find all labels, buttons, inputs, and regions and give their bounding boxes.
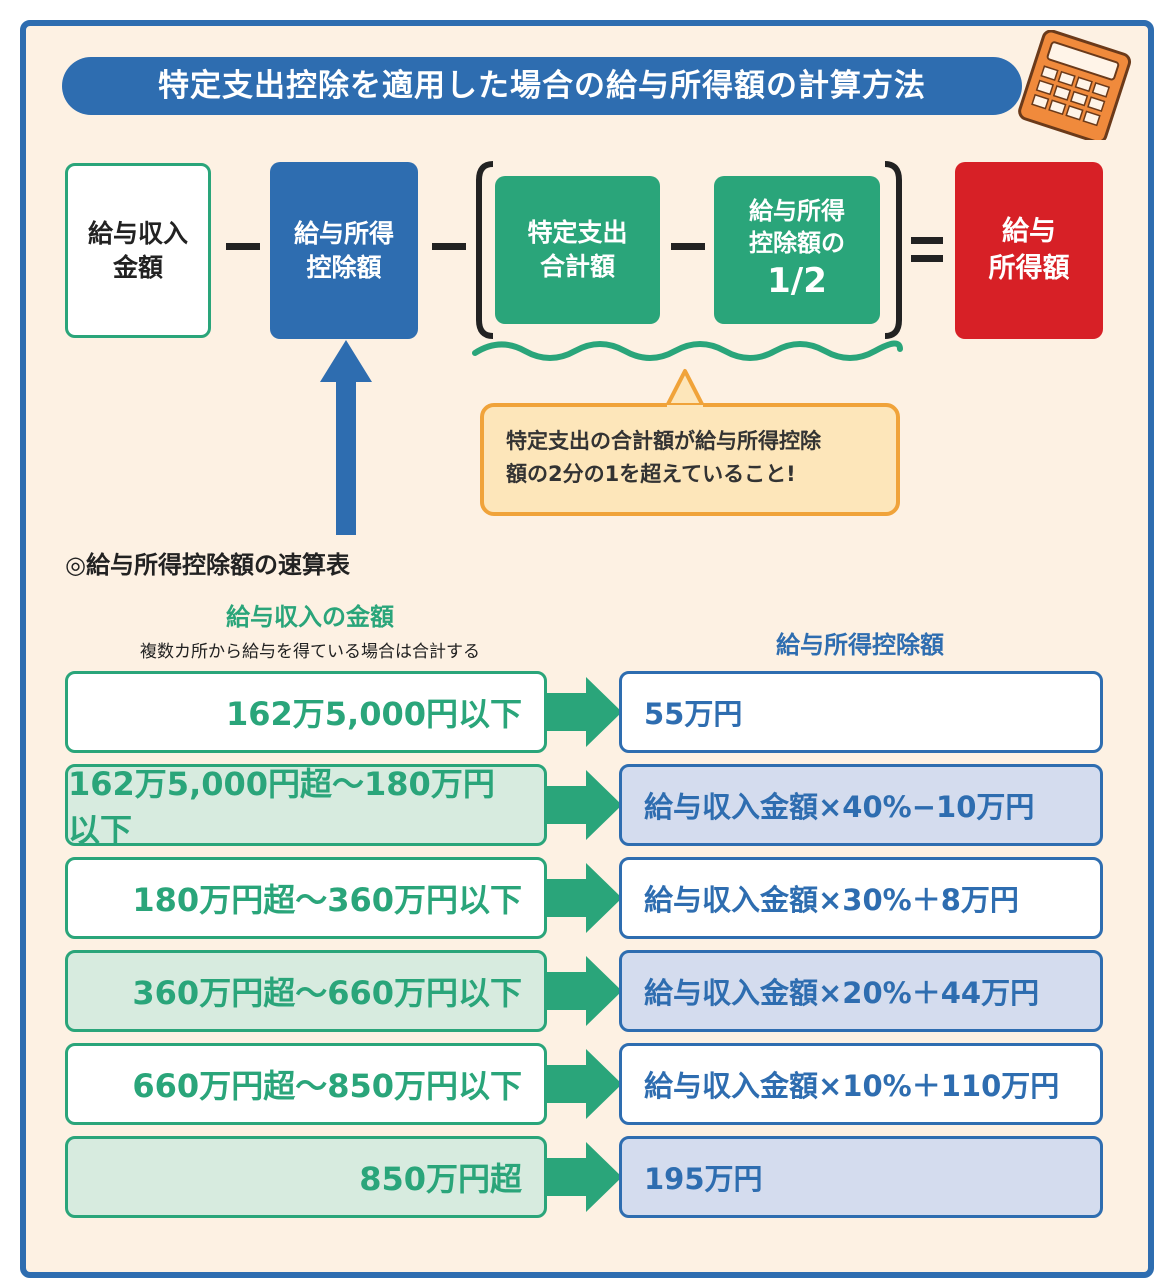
- minus-sign: [432, 243, 466, 250]
- quick-table-heading: ◎給与所得控除額の速算表: [65, 551, 350, 579]
- salary-income-result-box: 給与所得額: [955, 162, 1103, 339]
- calculator-icon: [1018, 30, 1132, 140]
- wavy-underline: [472, 340, 903, 361]
- callout-pointer-join: [667, 405, 703, 413]
- deduction-amount-cell: 給与収入金額×40%−10万円: [619, 764, 1103, 846]
- income-range-cell: 162万5,000円以下: [65, 671, 547, 753]
- specific-expense-box: 特定支出合計額: [495, 176, 660, 324]
- right-bracket: [884, 161, 902, 339]
- income-range-cell: 162万5,000円超〜180万円以下: [65, 764, 547, 849]
- income-column-header: 給与収入の金額: [226, 603, 394, 631]
- row-arrow: [546, 677, 622, 747]
- equals-sign: [911, 237, 943, 244]
- deduction-column-header: 給与所得控除額: [776, 631, 944, 659]
- salary-income-box: 給与収入金額: [65, 163, 211, 338]
- deduction-amount-cell: 給与収入金額×20%＋44万円: [619, 950, 1103, 1032]
- row-arrow: [546, 770, 622, 840]
- minus-sign: [226, 243, 260, 250]
- row-arrow: [546, 1049, 622, 1119]
- income-range-cell: 660万円超〜850万円以下: [65, 1043, 547, 1125]
- income-range-cell: 850万円超: [65, 1136, 547, 1218]
- deduction-amount-cell: 給与収入金額×30%＋8万円: [619, 857, 1103, 939]
- income-column-note: 複数カ所から給与を得ている場合は合計する: [140, 642, 480, 662]
- up-arrow: [320, 340, 372, 535]
- row-arrow: [546, 863, 622, 933]
- minus-sign: [671, 243, 705, 250]
- condition-callout: 特定支出の合計額が給与所得控除 額の2分の1を超えていること!: [480, 403, 900, 516]
- equals-sign: [911, 255, 943, 262]
- income-range-cell: 180万円超〜360万円以下: [65, 857, 547, 939]
- row-arrow: [546, 956, 622, 1026]
- deduction-amount-cell: 55万円: [619, 671, 1103, 753]
- left-bracket: [476, 161, 494, 339]
- row-arrow: [546, 1142, 622, 1212]
- salary-deduction-box: 給与所得控除額: [270, 162, 418, 339]
- page-title: 特定支出控除を適用した場合の給与所得額の計算方法: [62, 57, 1022, 115]
- deduction-amount-cell: 195万円: [619, 1136, 1103, 1218]
- income-range-cell: 360万円超〜660万円以下: [65, 950, 547, 1032]
- deduction-amount-cell: 給与収入金額×10%＋110万円: [619, 1043, 1103, 1125]
